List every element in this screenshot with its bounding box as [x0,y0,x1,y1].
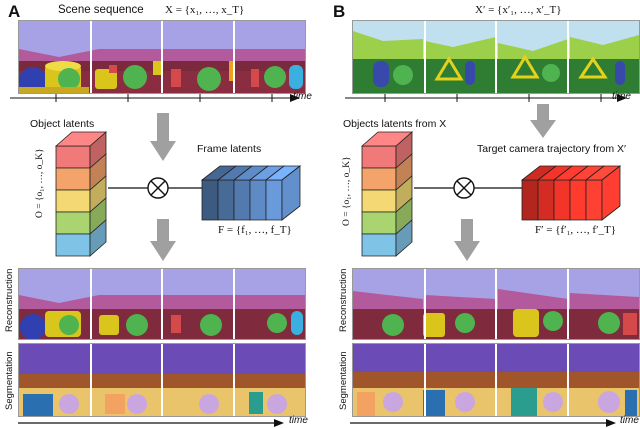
down-arrow-a-2 [150,219,176,261]
object-latents-from-x-label: Objects latents from X [343,118,447,130]
frame-slot-front [569,179,587,221]
latent-slot-side [89,219,107,257]
frame-slot-front [217,179,235,221]
scene-frames-a-image [19,21,305,93]
time-axis-b-top [345,94,627,102]
reconstruction-frames-b [352,268,640,340]
latent-slot-top [54,131,108,147]
scene-frames-b-image [353,21,639,93]
time-axis-b-bottom [350,419,616,427]
reconstruction-frames-a [18,268,306,340]
frame-slot-front [537,179,555,221]
latent-slot-top [360,131,414,147]
frame-slot-front [553,179,571,221]
latent-slot-front [361,233,397,257]
frame-slot-front [233,179,251,221]
combine-operator-a [108,177,208,199]
combine-operator-b [414,177,524,199]
frame-latents-block [200,165,302,221]
frame-formula-b: F′ = {f′₁, …, f′_T} [535,224,616,236]
object-formula-b: O = {o₁, …, o_K} [342,156,352,226]
segmentation-frames-a [18,343,306,417]
frame-latents-label: Frame latents [197,143,262,155]
frame-slot-front [249,179,267,221]
frame-slot-front [521,179,539,221]
target-trajectory-label: Target camera trajectory from X′ [477,143,627,155]
latent-slot-front [55,211,91,235]
down-arrow-a-1 [150,113,176,161]
down-arrow-b-1 [530,104,556,138]
segmentation-label-a: Segmentation [4,351,15,410]
reconstruction-frames-b-image [353,269,639,339]
scene-frames-a [18,20,306,94]
time-label-a-top: time [293,91,312,102]
object-latents-stack-a [54,131,108,257]
x-prime-formula: X′ = {x′₁, …, x′_T} [475,4,562,16]
scene-sequence-title: Scene sequence [58,4,144,16]
time-axis-a-bottom [18,419,284,427]
reconstruction-label-b: Reconstruction [338,268,349,332]
object-latents-label: Object latents [30,118,95,130]
x-formula: X = {x₁, …, x_T} [165,4,245,16]
latent-slot-front [55,145,91,169]
latent-slot-front [55,189,91,213]
reconstruction-frames-a-image [19,269,305,339]
reconstruction-label-a: Reconstruction [4,268,15,332]
time-axis-a-top [10,94,300,102]
down-arrow-b-2 [454,219,480,261]
frame-formula-a: F = {f₁, …, f_T} [218,224,292,236]
frame-slot-front [585,179,603,221]
latent-slot-front [361,189,397,213]
latent-slot-side [395,219,413,257]
time-label-a-bottom: time [289,415,308,426]
scene-frames-b [352,20,640,94]
panel-a-letter: A [8,2,21,21]
time-label-b-bottom: time [620,415,639,426]
object-formula-a: O = {o₁, …, o_K} [35,148,45,218]
segmentation-frames-b [352,343,640,417]
latent-slot-front [55,167,91,191]
frame-slot-front [265,179,283,221]
segmentation-frames-b-image [353,344,639,416]
frame-slot-side [601,165,621,221]
frame-slot-front [201,179,219,221]
segmentation-label-b: Segmentation [338,351,349,410]
object-latents-stack-b [360,131,414,257]
latent-slot-front [361,211,397,235]
latent-slot-front [55,233,91,257]
segmentation-frames-a-image [19,344,305,416]
target-latents-block [520,165,622,221]
latent-slot-front [361,145,397,169]
panel-b-letter: B [333,2,346,21]
frame-slot-side [281,165,301,221]
latent-slot-front [361,167,397,191]
time-label-b-top: time [612,91,631,102]
